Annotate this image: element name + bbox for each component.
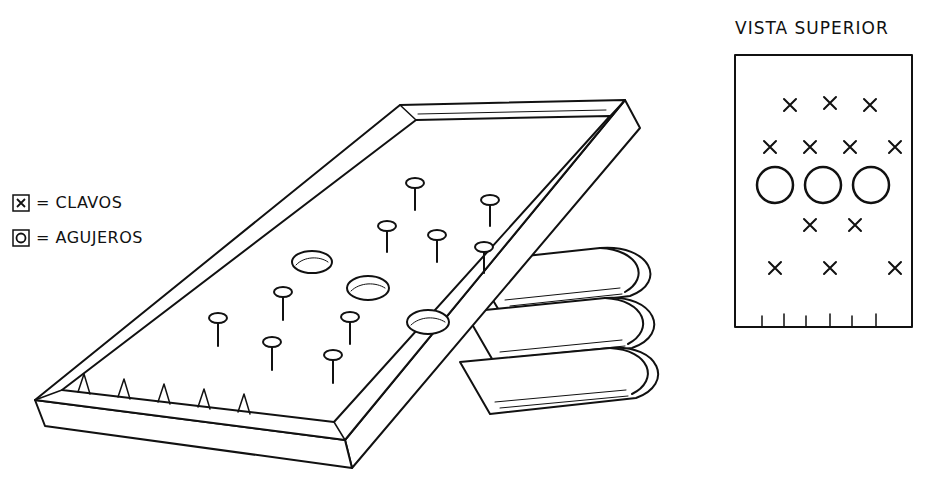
top-view-holes (757, 167, 889, 203)
legend-text: = AGUJEROS (36, 228, 143, 247)
hole-symbol (12, 229, 30, 247)
view-title: VISTA SUPERIOR (735, 18, 889, 38)
legend-entry: = CLAVOS (12, 193, 122, 212)
tray-floor (62, 116, 610, 422)
top-view-nails (764, 97, 901, 274)
tray-rim (35, 100, 625, 440)
top-view-slots (762, 314, 876, 327)
holes (292, 251, 449, 334)
tray (35, 100, 640, 468)
legend-text: = CLAVOS (36, 193, 122, 212)
nails (209, 178, 499, 383)
front-slots (78, 374, 250, 414)
top-view (735, 55, 912, 327)
legend-entry: = AGUJEROS (12, 228, 143, 247)
nail-symbol (12, 194, 30, 212)
